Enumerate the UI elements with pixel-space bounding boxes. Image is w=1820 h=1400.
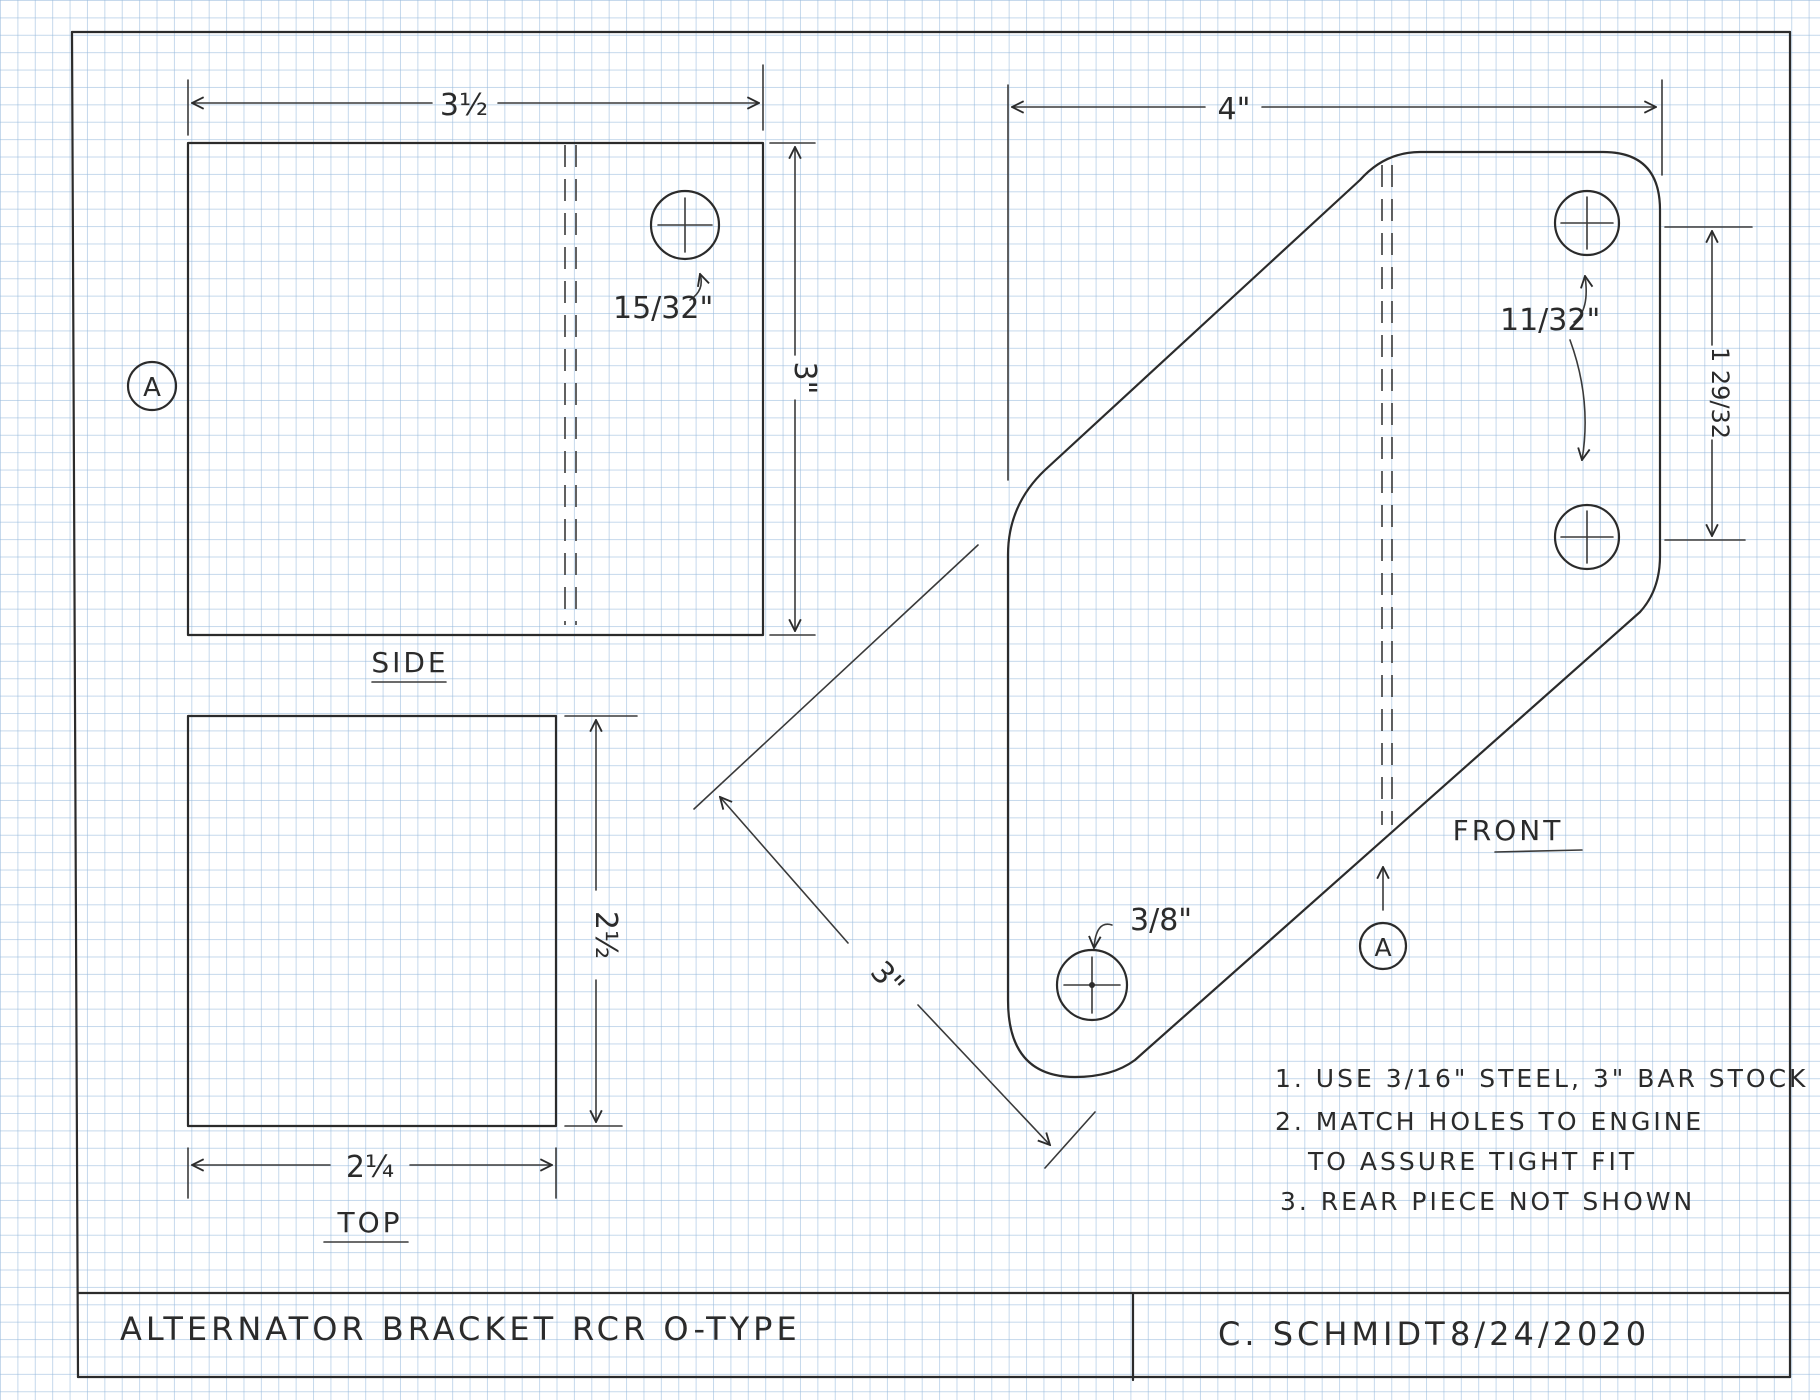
author-name: C. SCHMIDT	[1218, 1315, 1449, 1353]
front-hole-bottom-dim: 3/8"	[1130, 903, 1192, 938]
datum-a-label-front: A	[1374, 933, 1391, 962]
front-hole-middle	[1553, 503, 1621, 571]
note-2: 2. MATCH HOLES TO ENGINE	[1275, 1107, 1704, 1136]
notes: 1. USE 3/16" STEEL, 3" BAR STOCK 2. MATC…	[1275, 1064, 1808, 1216]
sheet-border	[70, 30, 1792, 1379]
top-view-label: TOP	[336, 1206, 402, 1239]
top-view: 2½ 2¼ TOP	[186, 714, 638, 1243]
side-height-dim: 3"	[787, 362, 822, 395]
front-hole-spacing-dim: 1 29/32	[1706, 347, 1734, 439]
front-view: 11/32" 3/8" 1 29/32 4" 3" A FRONT	[693, 79, 1753, 1169]
front-hole-top	[1553, 189, 1621, 257]
note-1: 1. USE 3/16" STEEL, 3" BAR STOCK	[1275, 1064, 1808, 1093]
side-view-label: SIDE	[371, 646, 448, 679]
datum-a-label-side: A	[143, 373, 161, 403]
drawing-date: 8/24/2020	[1450, 1315, 1650, 1353]
front-hole-bottom-leader	[1094, 923, 1113, 948]
note-2-continued: TO ASSURE TIGHT FIT	[1307, 1147, 1637, 1176]
vehicle-name: RCR O-TYPE	[572, 1310, 801, 1348]
side-hole	[649, 189, 721, 261]
front-hole-top-leader	[1573, 276, 1586, 323]
datum-a-marker-side	[126, 360, 178, 412]
front-width-dim: 4"	[1218, 92, 1251, 127]
title-block: ALTERNATOR BRACKET RCR O-TYPE C. SCHMIDT…	[76, 1291, 1792, 1382]
top-width-dim: 2¼	[346, 1150, 394, 1185]
datum-a-marker-front	[1358, 921, 1408, 971]
front-view-outline	[1006, 150, 1662, 1079]
note-3: 3. REAR PIECE NOT SHOWN	[1280, 1187, 1695, 1216]
front-bar-width-dim: 3"	[863, 955, 911, 1003]
side-view-outline	[186, 141, 765, 637]
front-hole-bottom	[1055, 948, 1129, 1022]
side-hole-dim: 15/32"	[613, 291, 713, 326]
front-hole-top-dim: 11/32"	[1500, 303, 1600, 338]
side-hole-leader	[689, 274, 701, 301]
front-view-label: FRONT	[1453, 814, 1564, 847]
part-name: ALTERNATOR BRACKET	[120, 1310, 557, 1348]
top-height-dim: 2½	[588, 911, 623, 959]
side-view: 15/32" 3½ 3" A SIDE	[126, 64, 822, 683]
side-width-dim: 3½	[440, 88, 488, 123]
top-view-outline	[186, 714, 558, 1128]
